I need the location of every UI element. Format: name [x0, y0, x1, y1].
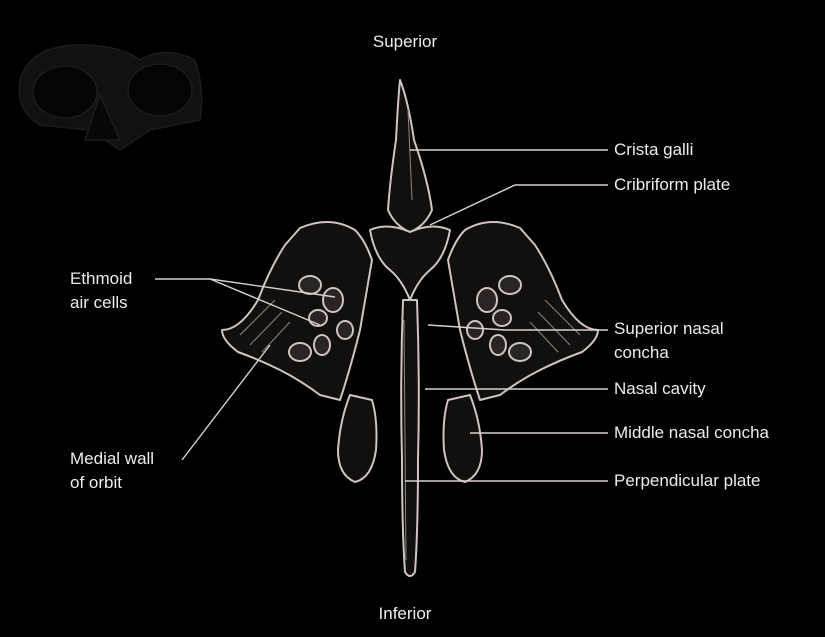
label-superior-nasal-concha-line2: concha — [614, 343, 669, 362]
label-superior-nasal-concha-line1: Superior nasal — [614, 319, 724, 338]
leader-ethmoid-cells-b — [209, 278, 336, 298]
orientation-superior: Superior — [372, 32, 438, 51]
left-lateral-mass — [221, 221, 373, 401]
label-ethmoid-air-cells: Ethmoid air cells — [70, 267, 132, 315]
label-medial-wall-line1: Medial wall — [70, 449, 155, 468]
left-middle-concha — [337, 394, 378, 483]
leader-ethmoid-cells-c — [209, 278, 321, 326]
label-medial-wall-line2: of orbit — [70, 473, 122, 492]
label-superior-nasal-concha: Superior nasal concha — [614, 317, 724, 365]
label-cribriform-plate: Cribriform plate — [614, 175, 731, 194]
label-middle-nasal-concha: Middle nasal concha — [614, 423, 769, 442]
leader-superior-concha — [427, 324, 608, 331]
label-ethmoid-air-cells-line2: air cells — [70, 293, 128, 312]
leader-cribriform-plate — [429, 184, 608, 226]
leader-medial-wall — [181, 344, 271, 461]
right-lateral-mass — [447, 221, 599, 401]
label-ethmoid-air-cells-line1: Ethmoid — [70, 269, 133, 288]
label-nasal-cavity: Nasal cavity — [614, 379, 706, 398]
label-medial-wall-of-orbit: Medial wall of orbit — [70, 447, 154, 495]
orientation-inferior: Inferior — [378, 604, 432, 623]
label-crista-galli: Crista galli — [614, 140, 694, 159]
label-perpendicular-plate: Perpendicular plate — [614, 471, 761, 490]
right-middle-concha — [442, 394, 483, 483]
